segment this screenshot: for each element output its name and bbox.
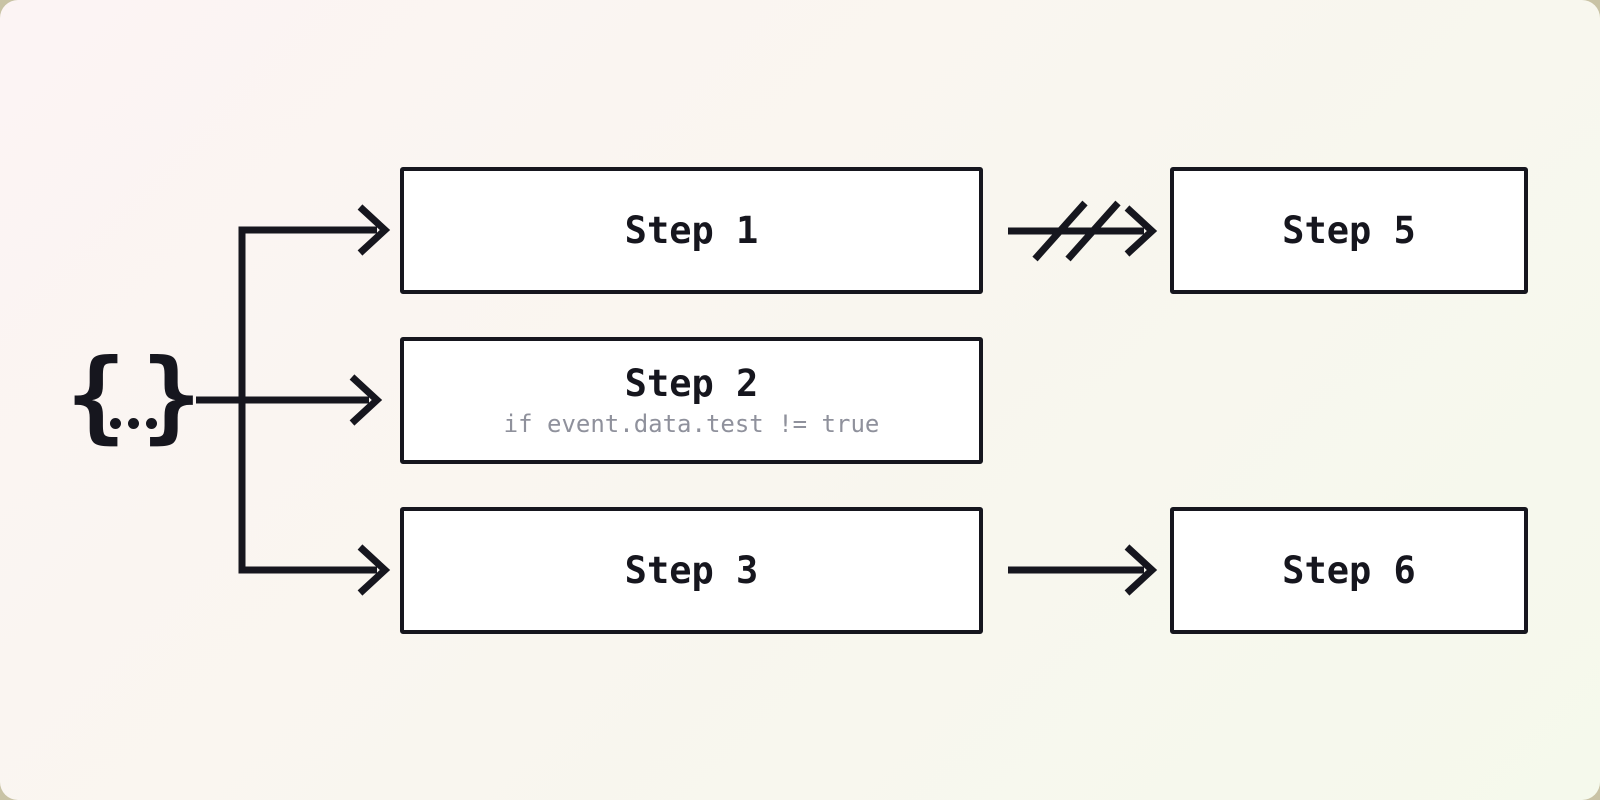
node-step3[interactable]: Step 3 — [400, 507, 983, 634]
node-step5-label: Step 5 — [1282, 208, 1416, 252]
edge-source-step1-arrow — [238, 204, 391, 400]
edge-step1-step5-cancelled-arrow — [1008, 200, 1158, 262]
node-step3-label: Step 3 — [624, 548, 759, 592]
node-step2-label: Step 2 — [624, 361, 759, 405]
close-brace-glyph: } — [141, 337, 202, 454]
edge-source-step3-arrow — [238, 400, 391, 596]
node-step2-condition: if event.data.test != true — [503, 409, 880, 438]
cancel-slash-icon — [1032, 200, 1088, 262]
cancel-slash-icon — [1065, 200, 1121, 262]
event-payload-icon[interactable]: { } — [66, 337, 202, 454]
ellipsis-dots-icon — [110, 348, 158, 446]
dot-icon — [110, 418, 122, 429]
edge-step3-step6-arrow — [1008, 544, 1158, 596]
node-step6-label: Step 6 — [1282, 548, 1416, 592]
node-step2[interactable]: Step 2 if event.data.test != true — [400, 337, 983, 464]
node-step1[interactable]: Step 1 — [400, 167, 983, 294]
dot-icon — [146, 418, 158, 429]
node-step5[interactable]: Step 5 — [1170, 167, 1528, 294]
dot-icon — [128, 418, 140, 429]
edge-source-step2-arrow — [196, 374, 383, 426]
node-step6[interactable]: Step 6 — [1170, 507, 1528, 634]
node-step1-label: Step 1 — [624, 208, 759, 252]
